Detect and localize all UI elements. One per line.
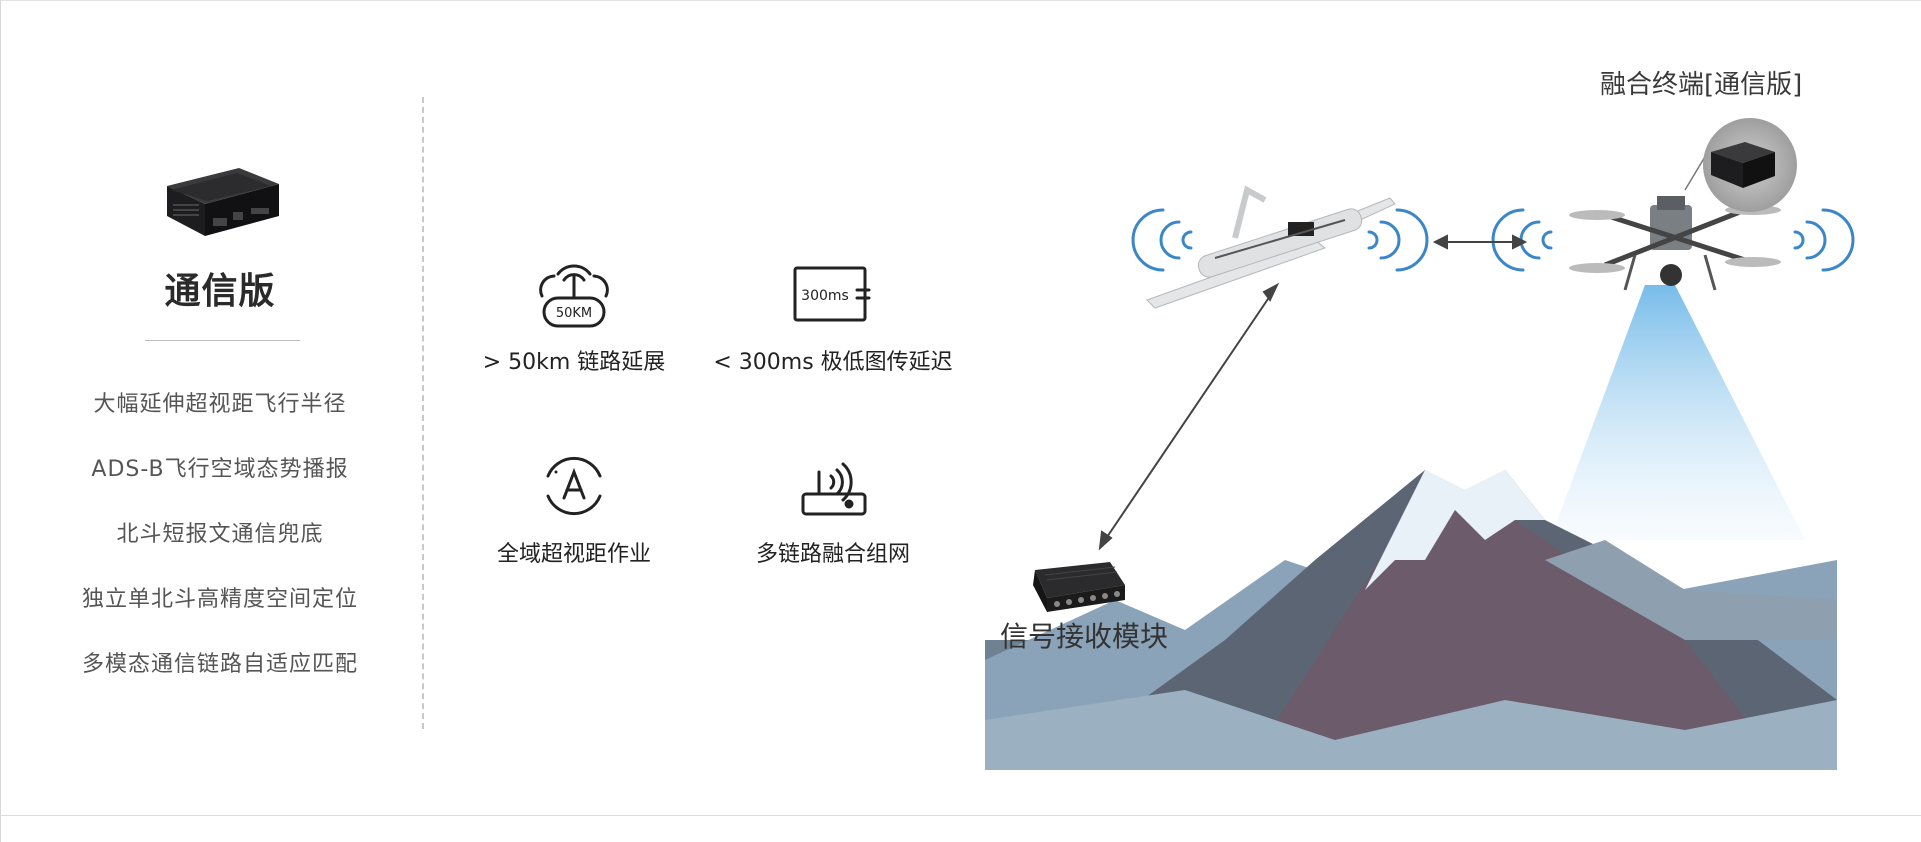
frame-top-border <box>0 0 1921 1</box>
frame-left-border <box>0 0 1 842</box>
mountain-illustration <box>985 445 1837 770</box>
edition-title: 通信版 <box>164 271 276 312</box>
link-arrow-receiver <box>1098 282 1280 551</box>
quadcopter-drone <box>1569 196 1781 291</box>
capability-label: 多链路融合组网 <box>755 542 910 567</box>
terminal-device-image <box>167 168 279 236</box>
signal-waves <box>1131 208 1855 272</box>
latency-300ms-icon: 300ms <box>793 266 871 322</box>
edition-panel: 通信版 大幅延伸超视距飞行半径 ADS-B飞行空域态势播报 北斗短报文通信兜底 … <box>60 0 380 760</box>
capability-bvlos: 全域超视距作业 <box>444 450 704 568</box>
feature-item: 北斗短报文通信兜底 <box>116 522 324 547</box>
feature-list: 大幅延伸超视距飞行半径 ADS-B飞行空域态势播报 北斗短报文通信兜底 独立单北… <box>60 386 380 711</box>
router-50km-icon: 50KM <box>539 264 609 328</box>
network-router-icon <box>801 462 867 516</box>
link-arrow-drones <box>1432 234 1528 250</box>
capability-label: 全域超视距作业 <box>496 542 651 567</box>
communication-scene: 融合终端[通信版] 信号接收模块 <box>985 0 1921 790</box>
scene-illustration <box>985 118 1855 770</box>
title-underline <box>145 340 300 341</box>
capability-fusion-network: 多链路融合组网 <box>703 450 963 568</box>
svg-text:300ms: 300ms <box>801 288 849 304</box>
sensor-beam <box>1550 285 1805 540</box>
signal-receiver-device <box>1033 562 1125 612</box>
feature-item: 独立单北斗高精度空间定位 <box>81 587 358 612</box>
terminal-label: 融合终端[通信版] <box>1600 70 1803 100</box>
receiver-label: 信号接收模块 <box>1000 620 1169 653</box>
frame-bottom-border <box>0 815 1921 816</box>
feature-item: 多模态通信链路自适应匹配 <box>81 652 358 677</box>
capability-label: > 50km 链路延展 <box>482 350 666 375</box>
capability-label: < 300ms 极低图传延迟 <box>713 350 953 375</box>
beyond-visual-range-icon <box>546 456 602 516</box>
capability-link-range: 50KM > 50km 链路延展 <box>444 258 704 376</box>
feature-item: ADS-B飞行空域态势播报 <box>91 457 349 482</box>
fixed-wing-drone <box>1146 185 1396 309</box>
terminal-zoom-circle <box>1684 118 1797 212</box>
section-divider <box>422 97 424 729</box>
capability-latency: 300ms < 300ms 极低图传延迟 <box>703 258 963 376</box>
feature-item: 大幅延伸超视距飞行半径 <box>93 392 347 417</box>
svg-text:50KM: 50KM <box>556 306 592 321</box>
